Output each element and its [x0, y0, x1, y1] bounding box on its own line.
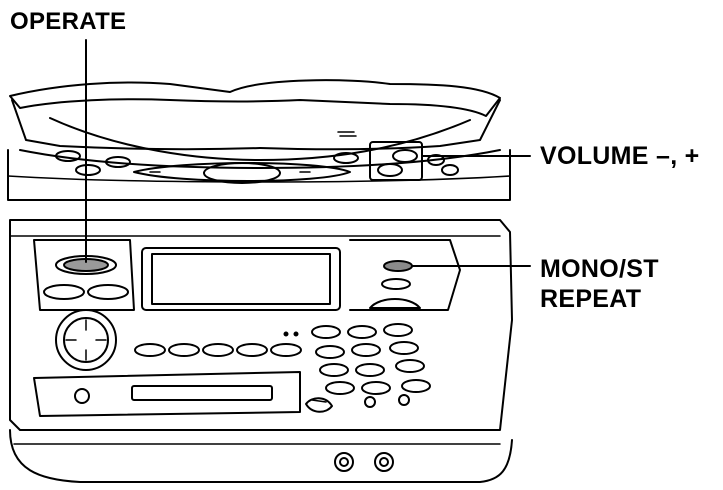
repeat-label: REPEAT [540, 285, 642, 313]
front-panel [9, 219, 531, 431]
operate-label: OPERATE [10, 8, 127, 35]
mono-st-button[interactable] [383, 260, 413, 272]
volume-button-box [369, 141, 423, 181]
volume-label: VOLUME –, + [540, 142, 700, 170]
jack-left [334, 452, 354, 472]
jack-right [374, 452, 394, 472]
cd-lid [9, 79, 501, 169]
mono-st-label: MONO/ST [540, 255, 659, 283]
base [9, 429, 513, 483]
volume-plus-button[interactable] [392, 149, 418, 163]
top-panel [7, 141, 531, 201]
repeat-button[interactable] [381, 278, 411, 290]
volume-minus-button[interactable] [377, 163, 403, 177]
